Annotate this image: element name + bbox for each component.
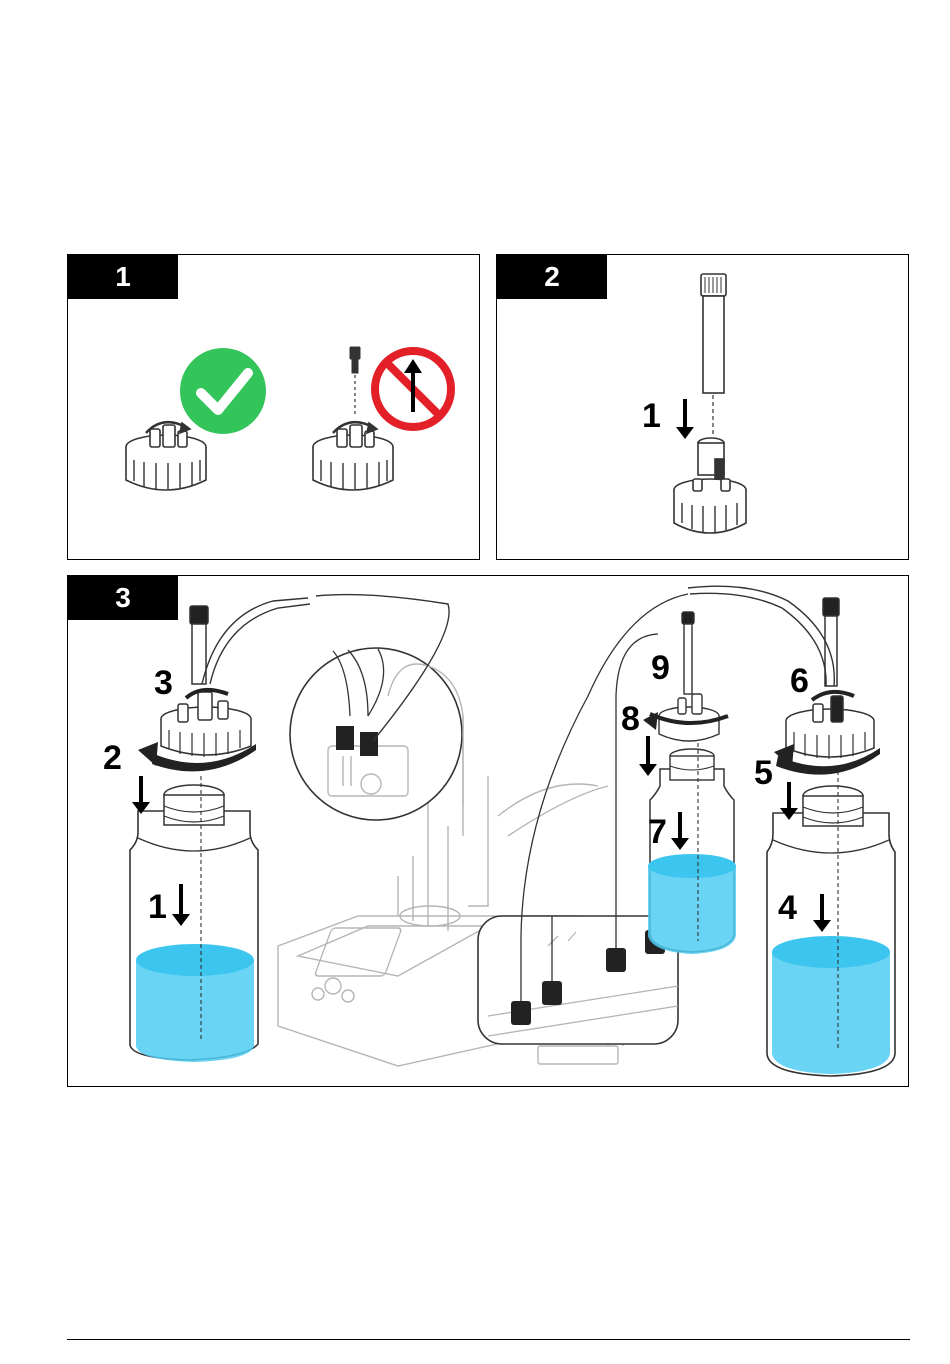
step-number: 2 <box>103 739 122 777</box>
panel-1-illustration <box>68 255 480 560</box>
panel-3-illustration: 1 2 3 4 5 6 7 8 9 <box>68 576 909 1087</box>
bottle-cap-icon <box>674 479 746 533</box>
panel-step-2: 2 1 <box>496 254 909 560</box>
step-number: 6 <box>790 662 809 700</box>
step-number: 1 <box>642 397 661 435</box>
step-number: 7 <box>648 813 667 851</box>
down-arrow-icon <box>676 399 694 439</box>
panel-step-1: 1 <box>67 254 480 560</box>
check-icon <box>180 348 266 434</box>
fitting-icon <box>350 347 360 415</box>
connector-icon <box>360 732 378 756</box>
step-number: 5 <box>754 754 773 792</box>
footer-rule <box>67 1339 910 1340</box>
prohibition-icon <box>375 351 451 427</box>
step-number: 9 <box>651 649 670 687</box>
panel-label: 3 <box>68 576 178 620</box>
bottle-cap-icon <box>126 422 206 490</box>
step-number: 1 <box>148 888 167 926</box>
panel-2-illustration: 1 <box>497 255 909 560</box>
bottle-cap-icon <box>313 422 393 490</box>
step-number: 8 <box>621 700 640 738</box>
step-number: 3 <box>154 664 173 702</box>
rotate-arrow-icon <box>138 742 158 766</box>
magnifier-detail <box>290 648 463 820</box>
connector-icon <box>336 726 354 750</box>
down-arrow-icon <box>132 776 150 814</box>
panel-step-3: 1 2 3 4 5 6 7 8 9 3 <box>67 575 909 1087</box>
down-arrow-icon <box>639 736 657 776</box>
step-number: 4 <box>778 889 797 927</box>
drying-tube-icon <box>701 274 726 435</box>
